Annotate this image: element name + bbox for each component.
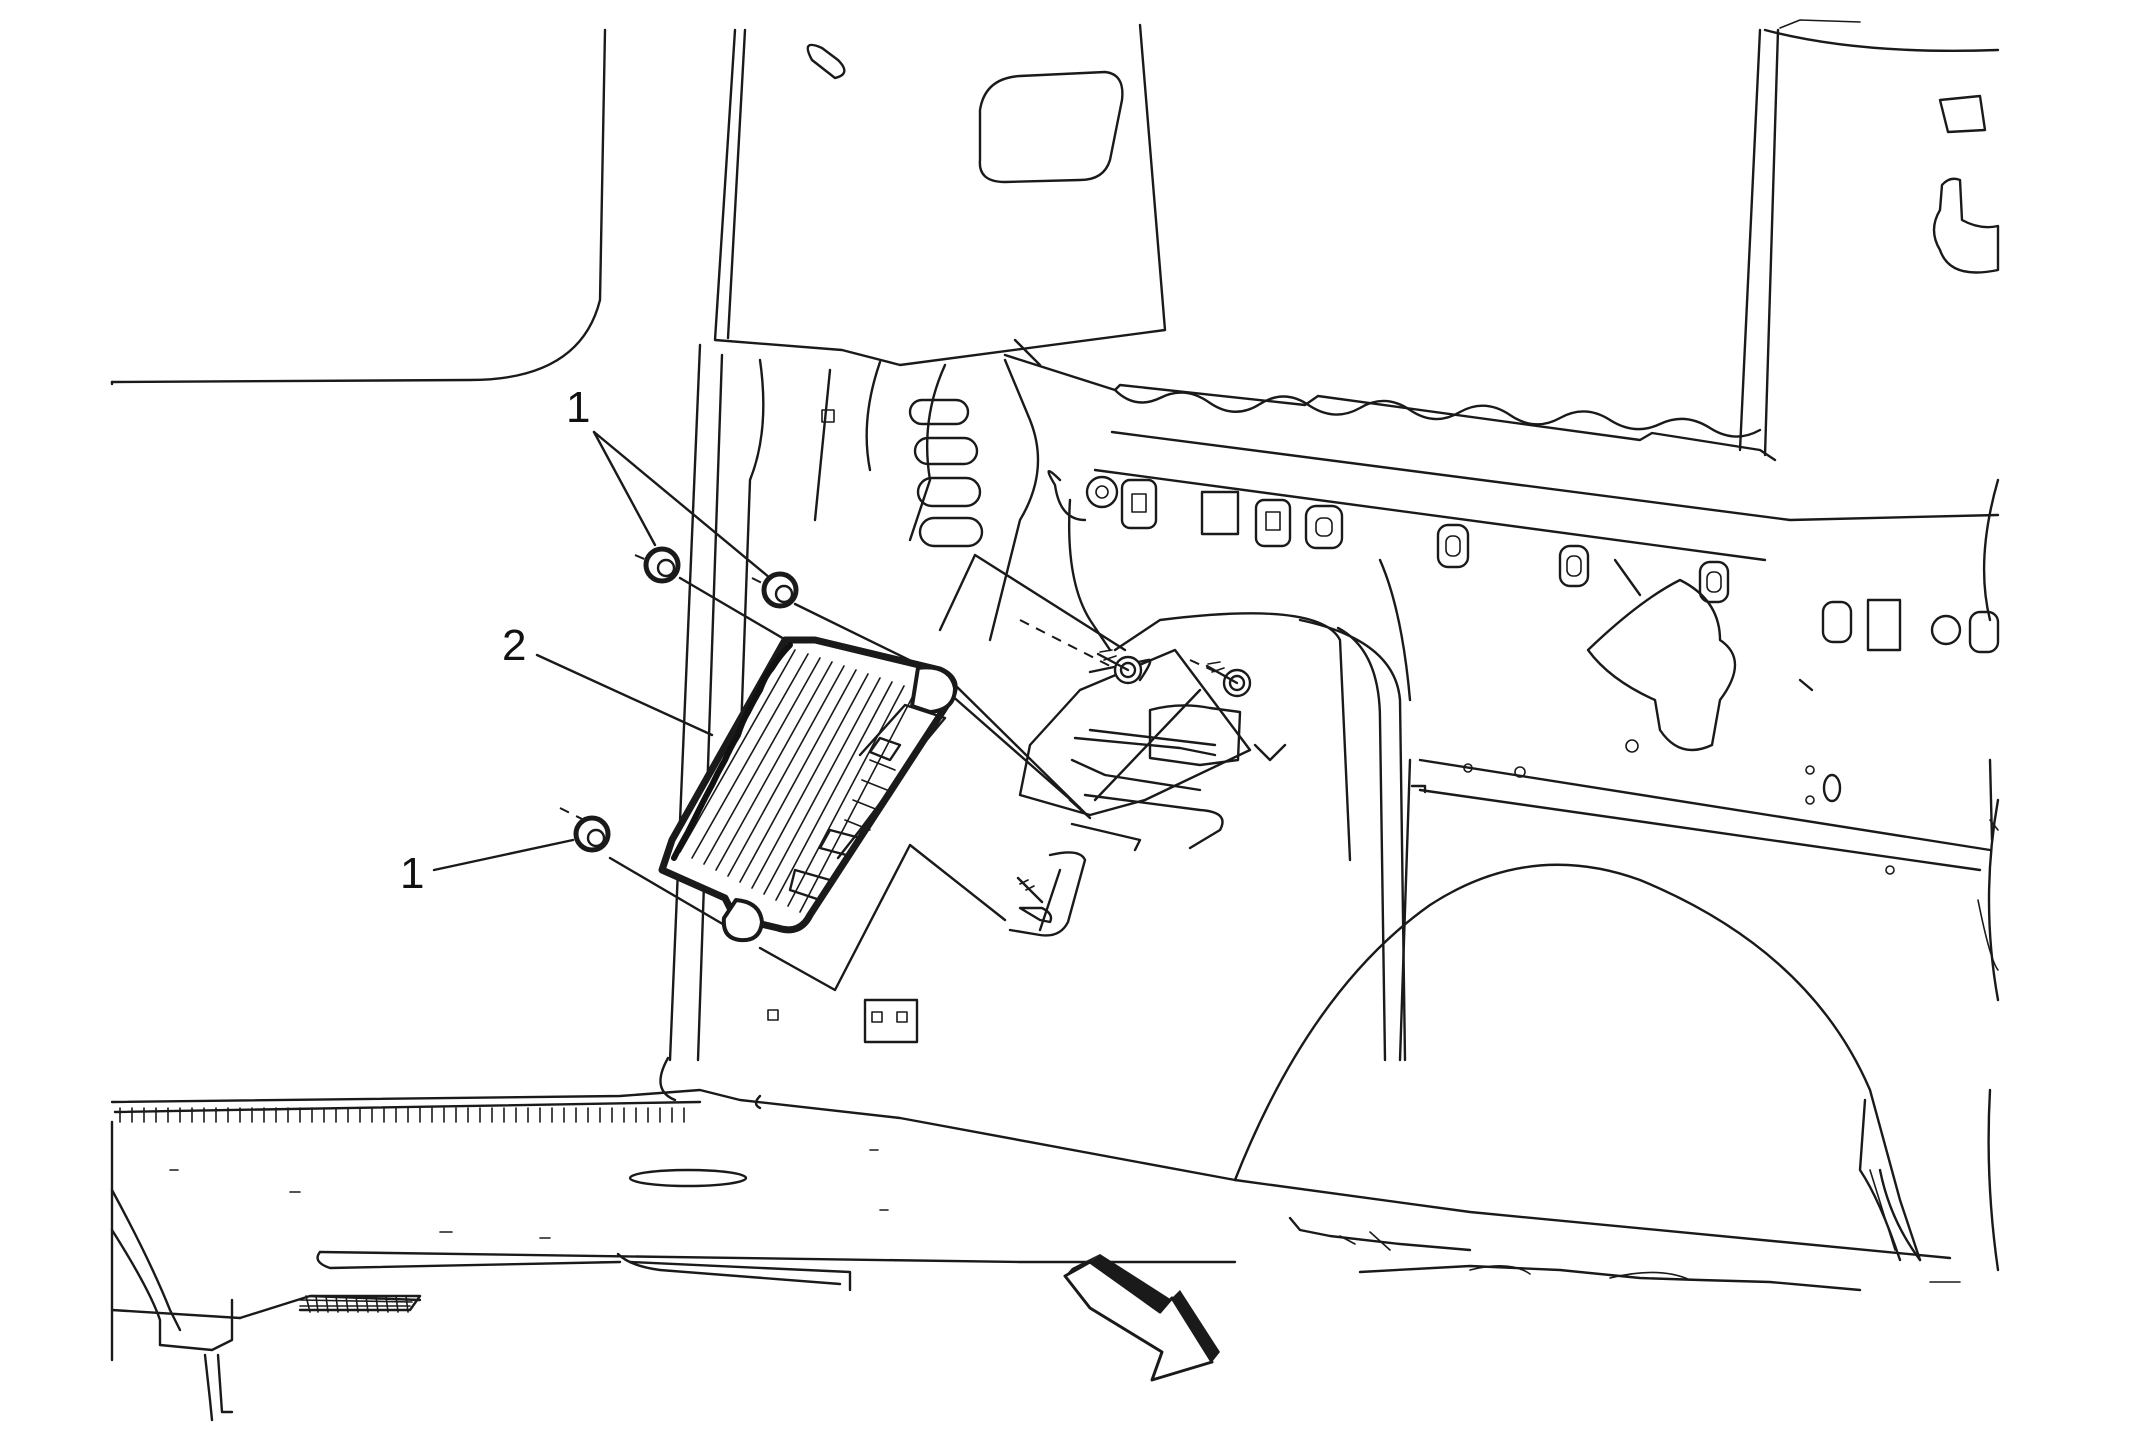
floor-carpet-edge xyxy=(113,1100,702,1123)
c-pillar-trim xyxy=(1738,19,2000,1002)
wheel-house xyxy=(1233,863,2000,1272)
module-cooling-fins xyxy=(679,649,917,913)
module-mounting-bracket xyxy=(1008,648,1287,937)
callout-1-lower: 1 xyxy=(400,849,424,898)
stud-lower xyxy=(1016,876,1053,924)
callout-1-upper: 1 xyxy=(566,383,590,432)
control-module xyxy=(658,636,958,943)
fastener-nut-1a xyxy=(643,546,681,584)
callout-leaders xyxy=(432,430,772,872)
cargo-floor xyxy=(110,1088,1961,1422)
b-pillar-trim xyxy=(713,23,1167,367)
fastener-nut-1b xyxy=(761,571,799,609)
forward-direction-arrow-icon xyxy=(1063,1254,1220,1382)
stud-upper-right xyxy=(1205,661,1252,698)
stud-upper-left xyxy=(1096,649,1143,685)
left-wall-panel xyxy=(110,28,607,386)
pillar-inner-sheetmetal xyxy=(659,338,1042,1102)
quarter-panel-inner xyxy=(1003,353,2000,1062)
fastener-nut-1c xyxy=(573,815,611,853)
callout-2-module: 2 xyxy=(502,621,526,670)
